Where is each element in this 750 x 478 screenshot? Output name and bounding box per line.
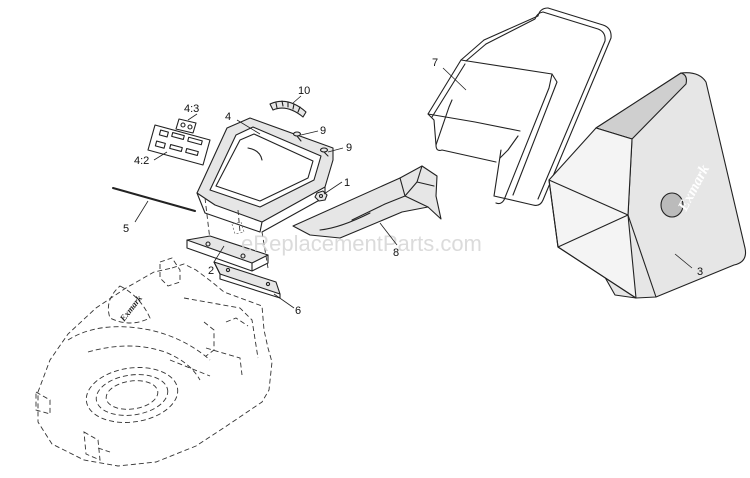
watermark: eReplacementParts.com <box>241 231 482 256</box>
discharge-chute <box>292 165 442 239</box>
callout-6: 6 <box>295 305 301 317</box>
callout-4-2: 4:2 <box>134 155 149 167</box>
callout-1: 1 <box>344 177 350 189</box>
screw <box>292 131 302 142</box>
mower-deck: Exmark <box>35 257 273 467</box>
bracket <box>186 235 269 272</box>
callout-9: 9 <box>346 142 352 154</box>
decal <box>147 124 211 166</box>
deck-brand-logo: Exmark <box>117 293 144 324</box>
handle-grip <box>269 100 307 118</box>
nut <box>314 190 328 202</box>
callout-8: 8 <box>393 247 399 259</box>
callout-3: 3 <box>697 266 703 278</box>
bag-frame <box>427 7 612 206</box>
callouts: 7 10 4:3 4 9 9 4:2 1 5 8 2 3 6 <box>123 57 703 317</box>
callout-10: 10 <box>298 85 310 97</box>
screw <box>319 147 329 157</box>
control-housing <box>196 117 334 269</box>
callout-4-3: 4:3 <box>184 103 199 115</box>
callout-5: 5 <box>123 223 129 235</box>
callout-9: 9 <box>320 125 326 137</box>
callout-4: 4 <box>225 111 231 123</box>
grass-bag: Exmark <box>548 72 747 299</box>
callout-2: 2 <box>208 265 214 277</box>
rod <box>112 187 196 214</box>
callout-7: 7 <box>432 57 438 69</box>
decal-small <box>175 118 197 134</box>
bracket-plate <box>213 261 281 299</box>
leader-lines <box>134 67 693 309</box>
